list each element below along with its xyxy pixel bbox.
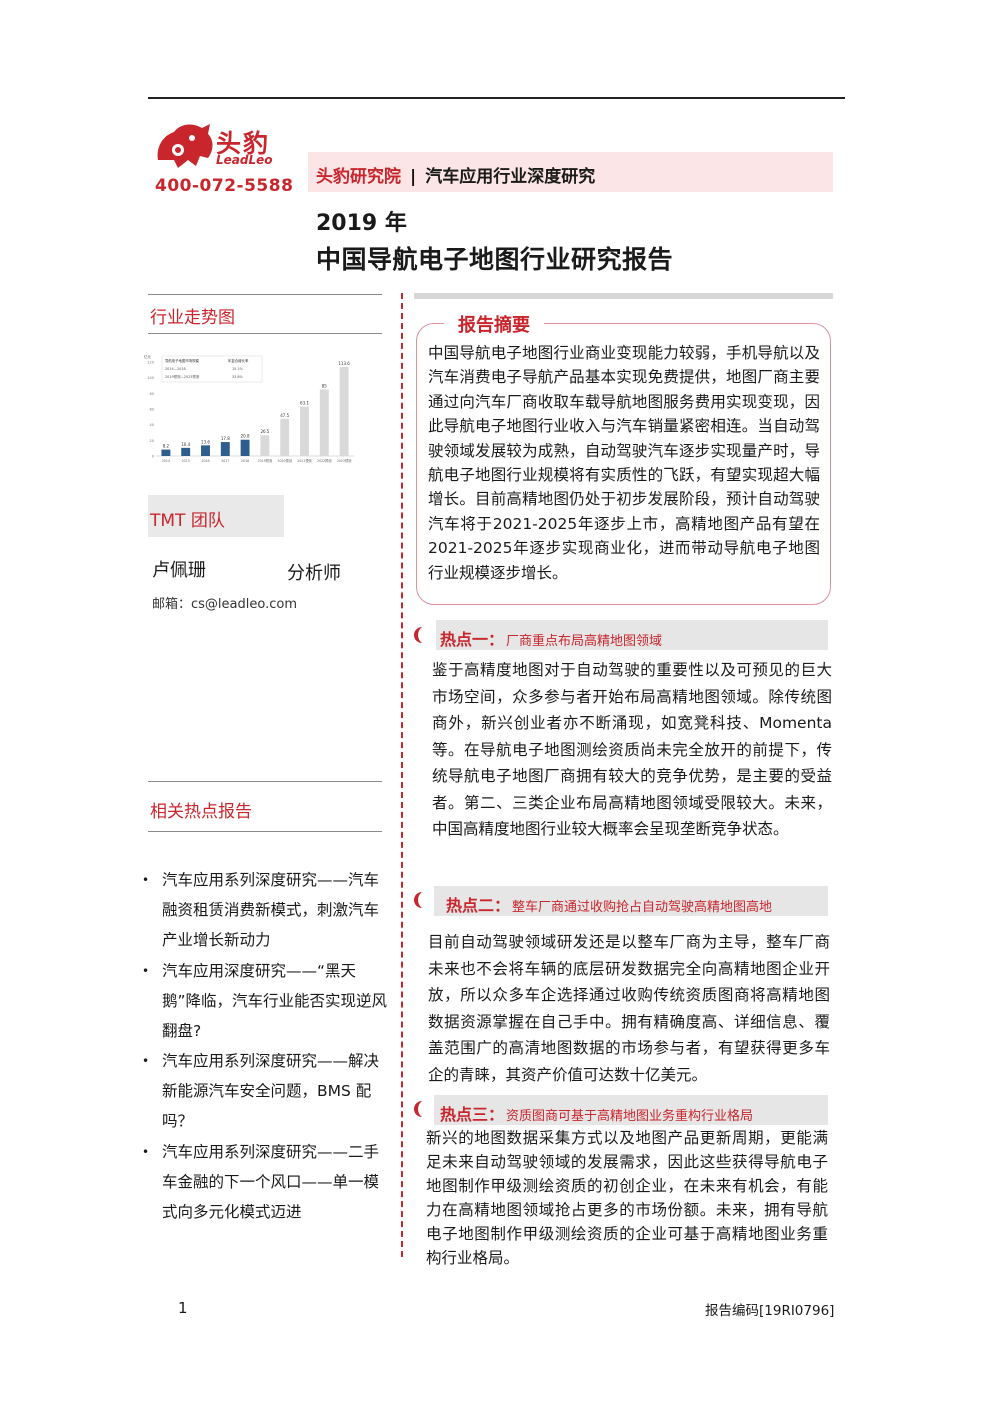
y-tick-label: 100 xyxy=(147,376,154,380)
y-tick-label: 60 xyxy=(150,408,154,412)
hotspot-text: 目前自动驾驶领域研发还是以整车厂商为主导，整车厂商未来也不会将车辆的底层研发数据… xyxy=(428,933,830,1084)
bar-value-label: 26.5 xyxy=(260,429,269,434)
abstract-box xyxy=(416,323,831,605)
x-tick-label: 2015 xyxy=(182,459,190,463)
hotspot-heading: 热点二：整车厂商通过收购抢占自动驾驶高精地图高地 xyxy=(446,896,773,915)
chart-bar xyxy=(240,439,250,456)
bar-value-label: 8.2 xyxy=(163,444,170,449)
hotspot-heading: 热点三：资质图商可基于高精地图业务重构行业格局 xyxy=(440,1105,754,1124)
y-tick-label: 120 xyxy=(147,361,154,365)
crescent-icon xyxy=(414,1101,422,1117)
report-code: 报告编码[19RI0796] xyxy=(705,1303,835,1319)
x-tick-label: 2016 xyxy=(201,459,209,463)
bar-value-label: 13.6 xyxy=(201,439,210,444)
trend-chart: 导航电子地图市场规模 年复合增长率 2014—2018 15.1% 2019预测—202… xyxy=(144,354,354,463)
abstract-title: 报告摘要 xyxy=(444,311,544,337)
report-year: 2019 年 xyxy=(316,211,407,236)
chart-bar xyxy=(220,442,230,456)
x-tick-label: 2021预测 xyxy=(297,458,312,463)
analyst-name: 卢佩珊 xyxy=(152,560,206,581)
legend-period: 2014—2018 xyxy=(165,367,186,371)
x-tick-label: 2018 xyxy=(241,459,249,463)
hotspot-bar xyxy=(434,1095,828,1125)
chart-bar xyxy=(161,449,171,456)
chart-bar xyxy=(260,435,270,456)
related-report-link[interactable]: •汽车应用系列深度研究——解决新能源汽车安全问题，BMS 配吗？ xyxy=(142,1046,388,1136)
report-title: 中国导航电子地图行业研究报告 xyxy=(316,245,674,274)
bullet-icon: • xyxy=(142,964,150,978)
chart-bars: 8.2 2014 10.4 2015 13.6 2016 17.8 2017 20.8 2018 2… xyxy=(161,361,351,463)
related-report-link[interactable]: •汽车应用系列深度研究——二手车金融的下一个风口——单一模式向多元化模式迈进 xyxy=(142,1137,388,1227)
sidebar-rule xyxy=(148,831,382,832)
column-divider xyxy=(401,293,403,1257)
legend-header: 年复合增长率 xyxy=(228,358,249,363)
chart-bar xyxy=(280,418,290,456)
hotspot-bar xyxy=(436,620,828,650)
chart-bar xyxy=(201,445,210,456)
hotspot-bar xyxy=(434,886,828,916)
series-name: 汽车应用行业深度研究 xyxy=(425,167,596,187)
bar-value-label: 113.6 xyxy=(338,361,350,366)
sidebar-rule xyxy=(148,333,382,334)
page-number: 1 xyxy=(178,1299,188,1317)
x-tick-label: 2014 xyxy=(162,459,170,463)
crescent-icon xyxy=(414,627,422,643)
y-tick-label: 80 xyxy=(150,392,154,396)
x-tick-label: 2023预测 xyxy=(337,458,352,463)
legend-period: 2019预测—2023预测 xyxy=(165,374,200,379)
chart-legend: 导航电子地图市场规模 年复合增长率 2014—2018 15.1% 2019预测—202… xyxy=(161,355,263,383)
institute-name: 头豹研究院 xyxy=(316,167,401,187)
legend-header: 导航电子地图市场规模 xyxy=(165,358,200,363)
series-banner xyxy=(308,152,833,192)
chart-bar xyxy=(319,389,329,456)
legend-value: 33.8% xyxy=(232,375,244,379)
bullet-icon: • xyxy=(142,1054,150,1068)
abstract-top-bar xyxy=(414,293,833,299)
leopard-logo-icon xyxy=(157,124,213,168)
hotspot-text: 鉴于高精度地图对于自动驾驶的重要性以及可预见的巨大市场空间，众多参与者开始布局高… xyxy=(432,661,832,838)
y-tick-label: 20 xyxy=(150,439,154,443)
bullet-icon: • xyxy=(142,1145,150,1159)
analyst-role: 分析师 xyxy=(287,563,341,584)
y-tick-label: 0 xyxy=(152,455,154,459)
related-report-link[interactable]: •汽车应用系列深度研究——汽车融资租赁消费新模式，刺激汽车产业增长新动力 xyxy=(142,865,388,955)
phone-number: 400-072-5588 xyxy=(155,176,294,196)
related-heading: 相关热点报告 xyxy=(150,802,252,822)
y-tick-label: 40 xyxy=(150,423,154,427)
logo-chinese-text: 头豹 xyxy=(216,129,271,158)
sidebar-rule xyxy=(148,294,382,295)
series-banner-text: 头豹研究院 | 汽车应用行业深度研究 xyxy=(316,162,595,187)
sidebar-rule xyxy=(148,781,382,782)
y-axis-unit: 亿元 xyxy=(144,354,151,359)
logo-english-text: LeadLeo xyxy=(216,153,273,167)
crescent-icon xyxy=(414,892,422,908)
bar-value-label: 47.5 xyxy=(280,413,289,418)
legend-value: 15.1% xyxy=(232,367,244,371)
team-heading-box xyxy=(148,495,284,537)
bar-value-label: 63.1 xyxy=(300,401,309,406)
bar-value-label: 17.8 xyxy=(221,436,230,441)
legend-box xyxy=(161,355,263,383)
x-tick-label: 2020预测 xyxy=(277,458,292,463)
hotspot-heading: 热点一：厂商重点布局高精地图领域 xyxy=(440,630,663,649)
abstract-text: 中国导航电子地图行业商业变现能力较弱，手机导航以及汽车消费电子导航产品基本实现免… xyxy=(428,344,820,582)
bullet-icon: • xyxy=(142,873,150,887)
chart-bar xyxy=(181,447,191,456)
trend-heading: 行业走势图 xyxy=(150,308,235,328)
bar-value-label: 20.8 xyxy=(241,434,250,439)
hotspot-text: 新兴的地图数据采集方式以及地图产品更新周期，更能满足未来自动驾驶领域的发展需求，… xyxy=(426,1129,828,1267)
x-tick-label: 2017 xyxy=(221,459,229,463)
chart-bar xyxy=(300,406,309,456)
analyst-email: 邮箱：cs@leadleo.com xyxy=(152,597,297,612)
related-report-link[interactable]: •汽车应用深度研究——“黑天鹅”降临，汽车行业能否实现逆风翻盘? xyxy=(142,956,388,1046)
chart-bar xyxy=(339,367,349,456)
banner-separator: | xyxy=(410,167,417,187)
bar-value-label: 85 xyxy=(322,383,328,388)
x-tick-label: 2019预测 xyxy=(258,458,273,463)
bar-value-label: 10.4 xyxy=(181,442,190,447)
top-rule xyxy=(148,97,845,99)
team-heading: TMT 团队 xyxy=(150,511,225,531)
x-tick-label: 2022预测 xyxy=(317,458,332,463)
